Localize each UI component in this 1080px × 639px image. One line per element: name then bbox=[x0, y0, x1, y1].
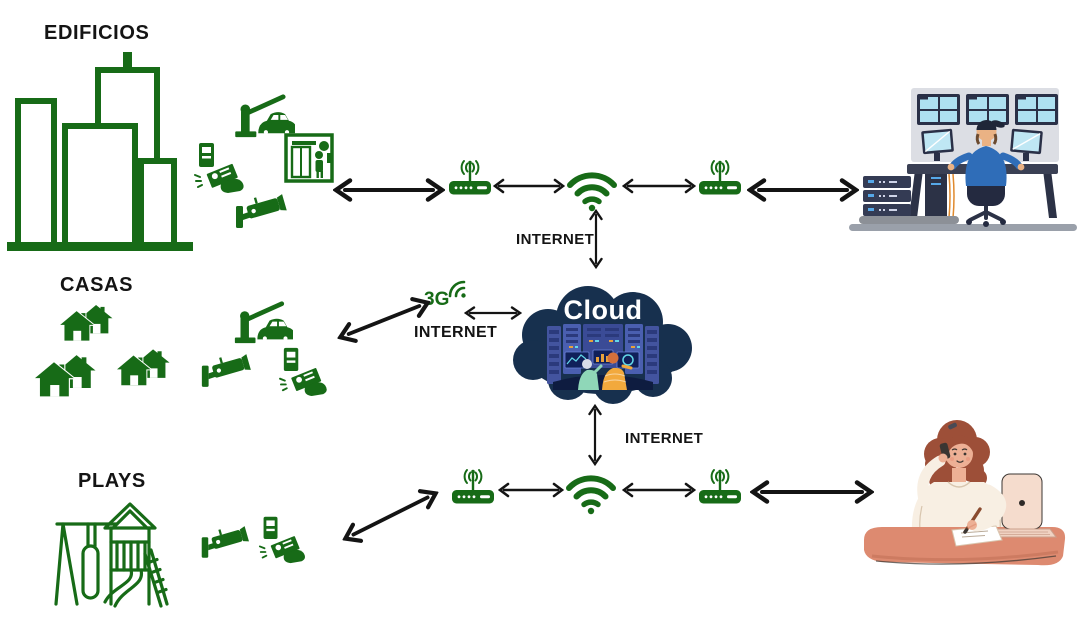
wifi-router-icon bbox=[450, 466, 496, 508]
arrow-router-wifi-bottom bbox=[498, 482, 564, 498]
access-card-icon bbox=[193, 141, 249, 193]
cctv-camera-icon bbox=[198, 522, 252, 560]
access-card-icon bbox=[258, 514, 310, 564]
arrow-router-control-room bbox=[747, 178, 859, 202]
internet-label-top: INTERNET bbox=[516, 231, 595, 248]
arrow-3g-cloud bbox=[464, 306, 522, 320]
arrow-wifi-router bbox=[622, 178, 696, 194]
barrier-gate-car-icon bbox=[233, 93, 295, 139]
houses-icon bbox=[35, 350, 111, 417]
arrow-casas-3g bbox=[336, 297, 432, 343]
barrier-gate-car-icon bbox=[233, 300, 293, 345]
wifi-router-icon bbox=[697, 157, 743, 199]
arrow-edificios-router bbox=[333, 178, 445, 202]
section-title-edificios: EDIFICIOS bbox=[44, 22, 150, 44]
3g-label: 3G bbox=[424, 289, 450, 310]
section-title-casas: CASAS bbox=[60, 274, 134, 296]
cctv-camera-icon bbox=[198, 350, 254, 389]
datacenter-operators-illustration bbox=[547, 324, 659, 390]
woman-on-phone-illustration bbox=[860, 406, 1068, 578]
wifi-router-icon bbox=[447, 157, 493, 199]
internet-label-bottom: INTERNET bbox=[625, 430, 704, 447]
arrow-router-remote-user bbox=[750, 480, 874, 504]
buildings-icon bbox=[7, 50, 193, 252]
wifi-signal-icon bbox=[566, 166, 618, 212]
wifi-router-icon bbox=[697, 466, 743, 508]
access-card-icon bbox=[278, 346, 332, 396]
internet-label-mid: INTERNET bbox=[414, 324, 498, 341]
cloud-label: Cloud bbox=[563, 295, 643, 325]
arrow-wifi-router-bottom bbox=[622, 482, 696, 498]
wifi-signal-icon bbox=[565, 469, 617, 515]
cctv-camera-icon bbox=[232, 190, 290, 230]
3g-signal-icon: 3G bbox=[424, 280, 466, 311]
arrow-wifi-cloud bbox=[589, 209, 603, 269]
houses-icon bbox=[60, 305, 126, 354]
playground-icon bbox=[53, 498, 173, 610]
arrow-router-wifi bbox=[493, 178, 565, 194]
houses-icon bbox=[117, 344, 183, 404]
arrow-cloud-wifi-bottom bbox=[588, 404, 602, 466]
security-control-room-illustration bbox=[845, 78, 1080, 236]
arrow-plays-router bbox=[342, 489, 439, 543]
section-title-plays: PLAYS bbox=[78, 470, 146, 492]
elevator-access-icon bbox=[284, 133, 334, 183]
